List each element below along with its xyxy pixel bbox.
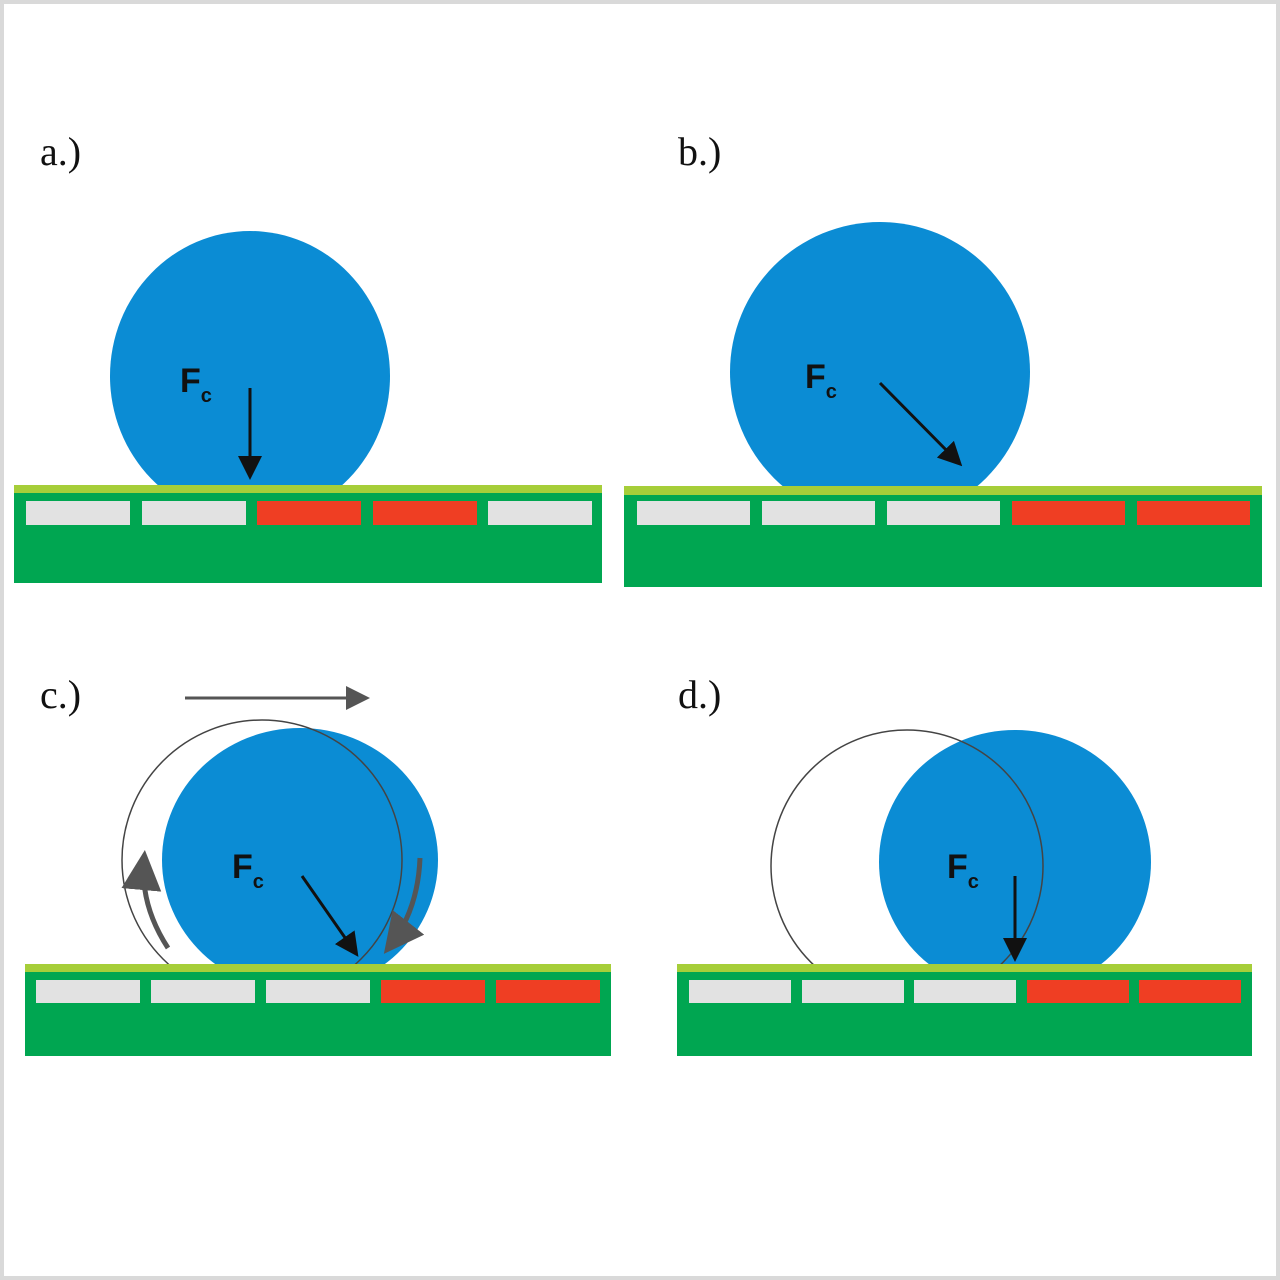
panel-d: d.) Fc [677,672,1252,1056]
electrode-off [142,501,246,525]
electrode-off [887,501,1000,525]
panel-c-label: c.) [40,672,81,717]
droplet [110,231,390,521]
droplet [730,222,1030,522]
force-subscript: c [201,385,212,407]
force-label: Fc [232,848,264,893]
electrode-off [151,980,255,1003]
electrode-on [381,980,485,1003]
electrode-on [1137,501,1250,525]
panel-b-label: b.) [678,129,721,174]
force-arrow [300,875,359,957]
rolling-arrow-right [383,857,425,954]
electrode-off [36,980,140,1003]
force-symbol: F [805,358,826,396]
electrode-on [496,980,600,1003]
electrode-off [637,501,750,525]
force-symbol: F [232,848,253,886]
force-label: Fc [180,362,212,407]
surface-coating [25,964,611,972]
panel-b: b.) Fc [624,129,1262,587]
force-symbol: F [180,362,201,400]
surface-coating [624,486,1262,495]
electrode-on [1012,501,1125,525]
force-label: Fc [805,358,837,403]
electrode-on [1027,980,1129,1003]
force-subscript: c [826,381,837,403]
surface-coating [14,485,602,493]
electrode-off [488,501,592,525]
electrode-off [689,980,791,1003]
panel-c: c.) Fc [25,672,611,1056]
electrode-off [26,501,130,525]
panel-a-label: a.) [40,129,81,174]
force-subscript: c [968,871,979,893]
droplet [879,730,1151,994]
rolling-arrow-left [121,850,171,950]
electrode-on [257,501,361,525]
droplet [162,728,438,992]
surface-coating [677,964,1252,972]
electrode-off [266,980,370,1003]
force-label: Fc [947,848,979,893]
panel-a: a.) Fc [14,129,602,583]
force-arrow [878,381,963,467]
electrode-on [373,501,477,525]
electrode-off [802,980,904,1003]
panel-d-label: d.) [678,672,721,717]
electrode-off [914,980,1016,1003]
electrode-on [1139,980,1241,1003]
force-symbol: F [947,848,968,886]
force-subscript: c [253,871,264,893]
electrode-off [762,501,875,525]
